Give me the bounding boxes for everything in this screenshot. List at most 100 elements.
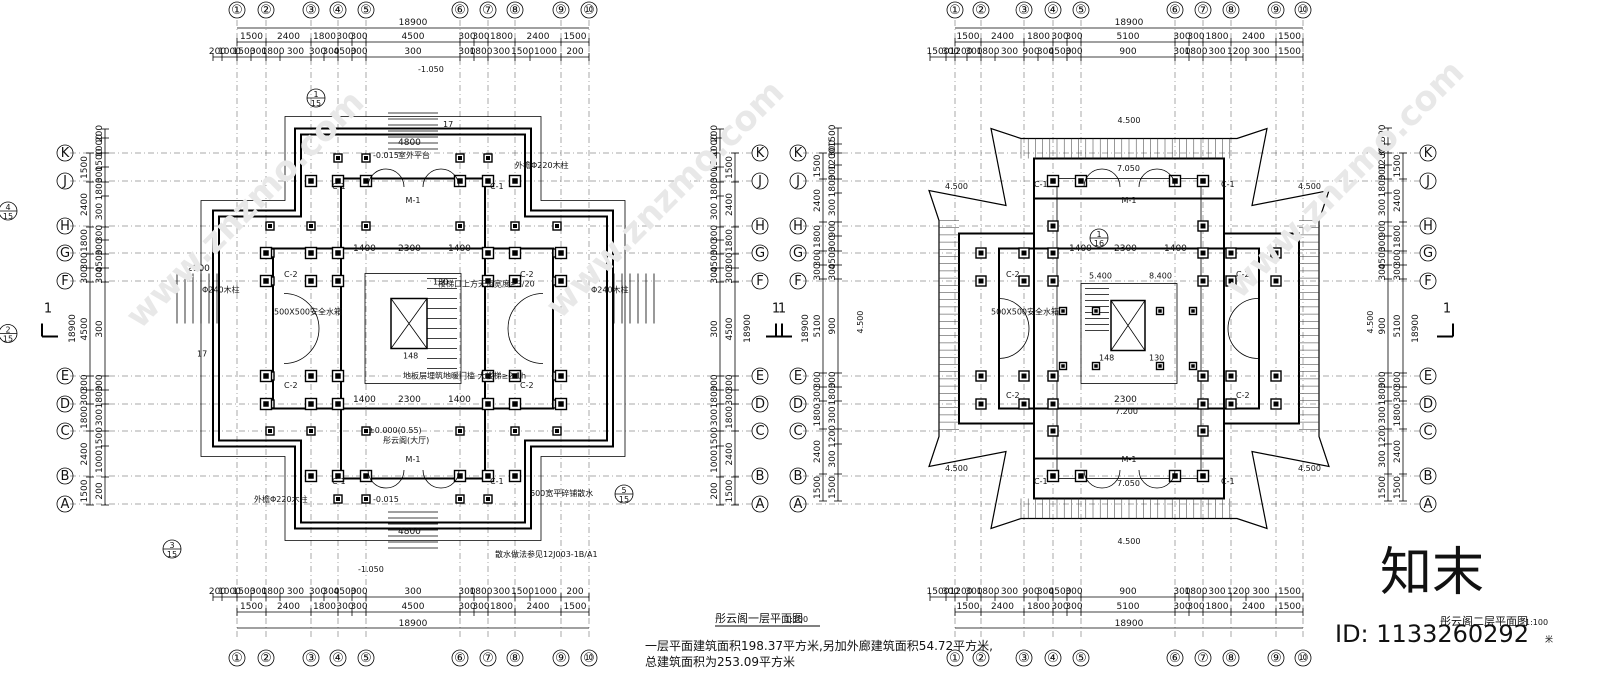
upper-column-core: [1021, 250, 1027, 256]
window-c2-2a: C-2: [1006, 270, 1020, 279]
dim-row2-top-label: 1800: [1185, 47, 1208, 57]
dim-col1-right-label: 1800: [1393, 403, 1403, 426]
veranda-column-core: [458, 156, 462, 160]
upper-column-core: [978, 401, 984, 407]
hall-column-core: [558, 401, 564, 407]
upper-column-core: [1228, 401, 1234, 407]
total-width-bottom: 18900: [399, 619, 428, 629]
stair-148: 148: [403, 352, 418, 361]
dim-row2-bottom-label: 300: [1173, 587, 1190, 597]
level-zero: ±0.000(0.55): [368, 426, 422, 435]
axis-top-7: ⑦: [1197, 3, 1209, 18]
plan1-area-line1: 一层平面建筑面积198.37平方米,另加外廊建筑面积54.72平方米,: [645, 638, 993, 653]
axis-right-D-bubble: [1419, 395, 1437, 413]
level-7050-bottom: 7.050: [1117, 479, 1140, 488]
axis-top-6: ⑥: [1169, 3, 1181, 18]
dim-col2-left-label: 300: [828, 140, 838, 157]
axis-right-A: A: [756, 497, 765, 512]
dim-col2-left-label: 300: [828, 263, 838, 280]
dim-col1-left-label: 1500: [80, 479, 90, 502]
dim-row1-top-label: 300: [458, 32, 475, 42]
dim-col1-right-label: 300: [1393, 371, 1403, 388]
dim-col2-left-label: 1800: [95, 177, 105, 200]
dim-row1-bottom-label: 1800: [1206, 602, 1229, 612]
dim-row1-bottom-label: 1800: [313, 602, 336, 612]
dim-col2-right-label: 4500: [710, 249, 720, 272]
axis-top-6: ⑥: [454, 3, 466, 18]
upper-column-core: [978, 278, 984, 284]
dim-col2-left-label: 1500: [828, 124, 838, 147]
axis-left-G-bubble: [789, 244, 807, 262]
grate-note: 600宽平碎铺散水: [530, 488, 593, 498]
plan2-scale: 1:100: [1525, 618, 1548, 627]
dim-col1-right-label: 1500: [1393, 154, 1403, 177]
door-swing-side: [507, 293, 544, 364]
tank-label: 500X500安全水箱: [274, 307, 342, 317]
dim-row2-bottom-label: 1200: [1227, 587, 1250, 597]
axis-top-8-bubble: [506, 1, 524, 19]
veranda-column-core: [336, 156, 340, 160]
axis-bottom-9: ⑨: [555, 651, 567, 666]
axis-right-E-bubble: [1419, 367, 1437, 385]
dim-col2-left-label: 1000: [95, 134, 105, 157]
dim-col2-right-label: 1500: [1378, 476, 1388, 499]
upper-column-core: [1172, 473, 1178, 479]
dim-row1-bottom-label: 4500: [402, 602, 425, 612]
dim-col1-right-label: 1500: [725, 156, 735, 179]
upper-column-core: [1050, 373, 1056, 379]
axis-top-2: ②: [975, 3, 987, 18]
axis-left-C: C: [60, 424, 69, 439]
axis-bottom-4-bubble: [329, 649, 347, 667]
axis-right-G-bubble: [751, 244, 769, 262]
axis-left-A-bubble: [789, 495, 807, 513]
dim-col2-left-label: 200: [95, 482, 105, 499]
axis-bottom-1-bubble: [946, 649, 964, 667]
total-height-right: 18900: [1411, 314, 1421, 343]
hall-column-core: [512, 178, 518, 184]
veranda-column-core: [486, 497, 490, 501]
dim-col1-right-label: 300: [1393, 249, 1403, 266]
axis-right-D-bubble: [751, 395, 769, 413]
axis-bottom-8: ⑧: [1225, 651, 1237, 666]
watermark-site-b: www.znzmo.com: [538, 72, 792, 326]
dim-col2-left-label: 300: [828, 371, 838, 388]
dim-row1-top-label: 300: [1065, 32, 1082, 42]
eave-bl: 4.500: [945, 464, 968, 473]
dim-col2-right-label: 300: [710, 225, 720, 242]
axis-top-7-bubble: [479, 1, 497, 19]
axis-top-5-bubble: [1072, 1, 1090, 19]
axis-bottom-8: ⑧: [509, 651, 521, 666]
interior-column-core: [458, 224, 462, 228]
hall-column-core: [512, 401, 518, 407]
axis-left-D-bubble: [56, 395, 74, 413]
axis-left-J-bubble: [789, 172, 807, 190]
upper-column-core: [1273, 250, 1279, 256]
dim-col1-left-label: 2400: [813, 440, 823, 463]
interior-column-core: [309, 224, 313, 228]
dim-row2-bottom-label: 300: [942, 587, 959, 597]
window-c2-2d: C-2: [1236, 391, 1250, 400]
dim-col1-left-label: 1500: [813, 476, 823, 499]
axis-bottom-10: ⑩: [1297, 651, 1309, 666]
dim-row1-top-label: 300: [336, 32, 353, 42]
upper-column-core: [1273, 401, 1279, 407]
axis-top-4: ④: [332, 3, 344, 18]
dim-col1-right-label: 300: [725, 252, 735, 269]
dim-col2-left-label: 1000: [95, 450, 105, 473]
upper-column-core: [1200, 250, 1206, 256]
door-swing: [422, 168, 460, 188]
level-5400: 5.400: [1089, 272, 1112, 281]
interior-column-core: [513, 429, 517, 433]
axis-right-G: G: [1423, 246, 1433, 261]
dim-col1-right-label: 300: [725, 266, 735, 283]
door-m1-top: M-1: [406, 196, 421, 205]
dim-col2-left-label: 1800: [828, 174, 838, 197]
window-c1-b: C-1: [490, 182, 504, 191]
upper-column-core: [1200, 428, 1206, 434]
axis-left-K: K: [794, 146, 803, 161]
dim-col2-left-label: 300: [828, 163, 838, 180]
dim-row1-top-label: 300: [1051, 32, 1068, 42]
upper-post-core: [1061, 309, 1065, 313]
axis-top-8-bubble: [1222, 1, 1240, 19]
detail-mark-num: 3: [169, 541, 174, 550]
